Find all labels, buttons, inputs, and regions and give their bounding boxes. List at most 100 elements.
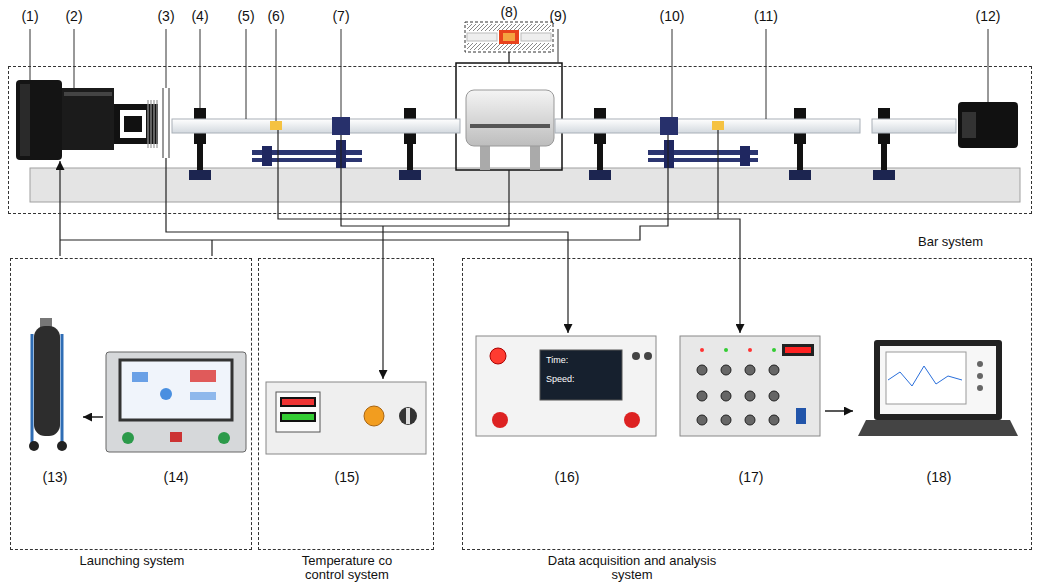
temperature-controller [276,392,320,432]
gas-gun [124,116,142,132]
strain-amplifier [721,415,731,425]
velocity-meter [644,352,652,360]
furnace [456,63,562,170]
callout-number: (16) [555,469,580,485]
laptop [888,366,962,386]
temperature-controller [266,382,426,454]
strain-amplifier [697,365,779,425]
callout-number: (7) [332,8,349,24]
gas-cylinder [57,441,67,451]
strain-amplifier [796,408,806,424]
leader-line [558,29,559,63]
leader-line [200,29,201,108]
laptop [858,340,1018,436]
strain-gauge [270,121,282,130]
bar-support [589,170,611,180]
gas-gun [20,84,30,156]
temperature-controller [406,408,410,424]
gas-cylinder [34,326,60,436]
gas-cylinder [61,334,64,444]
leader-line [30,29,31,80]
strain-amplifier [769,391,779,401]
callout-number: (17) [739,469,764,485]
signal-wire [60,135,668,240]
laptop [977,385,983,391]
device-box: (14) [103,349,249,485]
temperature-controller [266,382,426,454]
furnace [480,146,490,170]
damper [958,102,1018,148]
system-label: Bar system [918,235,983,249]
launch-controller [106,352,246,452]
strain-amplifier [745,365,755,375]
specimen-inset [467,43,551,50]
velocity-sensor [168,88,170,158]
laptop [977,373,983,379]
specimen-inset [465,22,553,52]
furnace [530,146,540,170]
velocity-meter [476,336,656,436]
launch-controller [218,432,230,444]
bar-support [597,144,603,170]
callout-number: (12) [976,8,1001,24]
strain-amplifier [697,415,707,425]
strain-amplifier [721,391,731,401]
strain-amplifier [697,365,707,375]
pressure-bar [555,119,860,133]
signal-wire [341,135,509,226]
gas-gun [16,80,158,160]
signal-wire [278,130,740,333]
velocity-meter [540,350,622,400]
velocity-meter [492,412,508,428]
bar-support [797,144,803,170]
laptop [886,352,966,404]
signal-wire [382,226,383,379]
bar-clamp [660,117,678,135]
laptop [858,420,1018,436]
callout-number: (13) [43,469,68,485]
temperature-controller [364,406,384,426]
temperature-controller [280,397,316,407]
gas-gun [64,92,112,96]
strain-amplifier [785,347,811,353]
temperature-controller [280,412,316,422]
callout-number: (15) [335,469,360,485]
gas-gun [62,88,114,150]
clamp-mechanism [262,146,272,166]
leader-line [166,29,167,88]
callout-number: (8) [500,4,517,20]
strain-amplifier [724,348,728,352]
furnace [470,124,550,128]
device-box: (17) [677,333,825,485]
furnace [456,63,562,170]
bar-support [881,144,887,170]
bar-support [407,144,413,170]
leader-line [276,29,277,121]
gas-gun [153,100,154,148]
system-region: Temperature co control system(15) [258,258,434,550]
gas-gun [150,100,151,148]
system-region: Bar system [8,66,1032,214]
damper [958,102,1018,148]
strain-amplifier [745,415,755,425]
strain-amplifier [772,348,776,352]
bar-clamp [332,117,350,135]
gas-gun [147,100,148,148]
leader-line [74,29,75,88]
connector-arrow [83,416,103,417]
callout-number: (3) [157,8,174,24]
system-region: Launching system(13)(14) [10,258,252,550]
callout-number: (18) [927,469,952,485]
velocity-sensor [162,88,164,158]
pressure-bar [172,119,460,133]
system-label: Temperature co control system [289,554,405,582]
callout-number: (6) [267,8,284,24]
gas-cylinder [29,441,39,451]
callout-number: (5) [237,8,254,24]
leader-line [30,29,988,121]
gas-gun [148,100,157,148]
callout-number: (11) [754,8,778,24]
